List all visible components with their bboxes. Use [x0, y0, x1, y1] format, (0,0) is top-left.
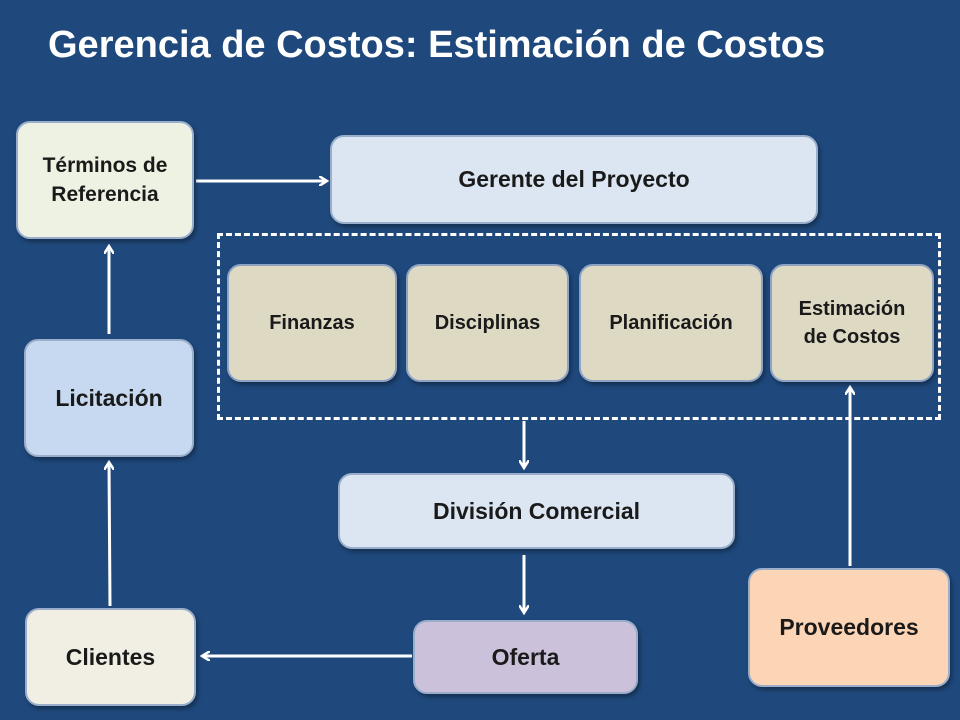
arrow-clientes-to-licitacion: [109, 463, 110, 607]
node-terminos-de-referencia: Términos de Referencia: [16, 121, 194, 239]
node-finanzas-label: Finanzas: [269, 312, 355, 334]
node-proveedores-label: Proveedores: [779, 614, 919, 641]
node-terminos-label: Términos de Referencia: [42, 153, 168, 206]
node-oferta-label: Oferta: [491, 643, 560, 670]
node-disciplinas-label: Disciplinas: [434, 312, 541, 334]
node-clientes: Clientes: [25, 608, 196, 706]
node-proveedores: Proveedores: [748, 568, 950, 687]
node-estimacion-de-costos: Estimación de Costos: [770, 264, 934, 382]
node-licitacion-label: Licitación: [55, 384, 163, 411]
node-disciplinas: Disciplinas: [406, 264, 569, 382]
node-oferta: Oferta: [413, 620, 638, 694]
departments-group-border: [217, 233, 941, 420]
node-gerente-label: Gerente del Proyecto: [458, 166, 690, 193]
node-gerente-del-proyecto: Gerente del Proyecto: [330, 135, 818, 224]
node-division-comercial: División Comercial: [338, 473, 735, 549]
node-planificacion: Planificación: [579, 264, 763, 382]
diagram-title: Gerencia de Costos: Estimación de Costos: [48, 24, 826, 66]
node-finanzas: Finanzas: [227, 264, 397, 382]
node-licitacion: Licitación: [24, 339, 194, 457]
node-division-label: División Comercial: [432, 497, 641, 524]
node-estimacion-label: Estimación de Costos: [798, 298, 906, 348]
node-clientes-label: Clientes: [65, 643, 156, 670]
node-planificacion-label: Planificación: [609, 312, 733, 334]
